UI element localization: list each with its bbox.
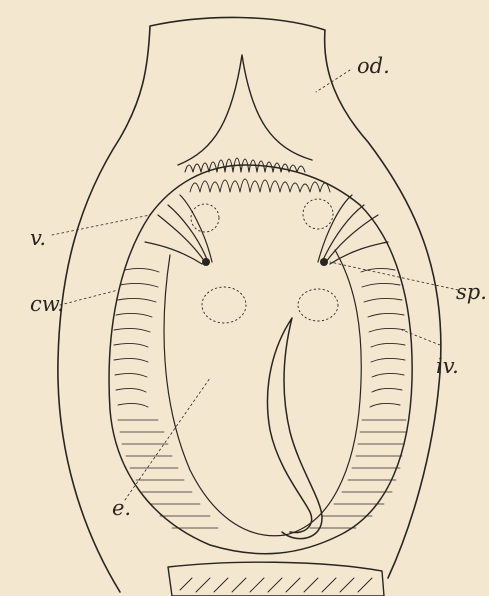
label-sp: sp.: [456, 282, 487, 303]
leader-od: [316, 70, 350, 92]
roof-villi-inner: [190, 179, 330, 192]
label-v: v.: [30, 228, 46, 249]
lower-left-hatching: [118, 420, 218, 528]
label-iv: iv.: [436, 356, 459, 377]
cavity-wall: [109, 165, 412, 554]
label-od: od.: [357, 56, 390, 77]
right-spot: [303, 199, 333, 229]
center-right-spot: [298, 289, 338, 321]
right-node: [320, 258, 328, 266]
right-valve: [318, 195, 388, 264]
embryo-tail: [267, 318, 322, 539]
leader-sp: [330, 262, 458, 290]
apex-outline: [178, 55, 312, 165]
leader-iv: [402, 330, 440, 345]
right-wall-villi: [361, 268, 405, 407]
base-section: [168, 562, 384, 596]
lower-right-hatching: [310, 420, 406, 528]
center-left-spot: [202, 287, 246, 323]
left-node: [202, 258, 210, 266]
leader-cw: [60, 290, 118, 305]
left-valve: [145, 195, 212, 264]
label-cw: cw.: [30, 294, 64, 315]
base-hatching: [180, 578, 372, 592]
left-wall-villi: [114, 268, 159, 407]
leader-v: [52, 215, 150, 235]
label-e: e.: [112, 498, 131, 519]
leader-e: [125, 378, 210, 500]
